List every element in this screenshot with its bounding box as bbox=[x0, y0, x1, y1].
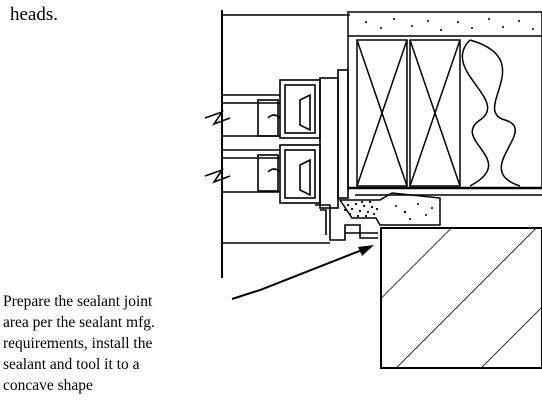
concrete-strip bbox=[338, 192, 441, 226]
framing-assembly bbox=[347, 11, 542, 196]
aggregate-dots-lower bbox=[395, 203, 433, 220]
sealant-stipple bbox=[343, 200, 379, 218]
callout-line-2: area per the sealant mfg. bbox=[3, 314, 155, 331]
callout-line-3: requirements, install the bbox=[3, 335, 152, 352]
aggregate-dots-top bbox=[365, 18, 534, 31]
callout-line-4: sealant and tool it to a bbox=[3, 356, 140, 373]
header-fragment-text: heads. bbox=[10, 4, 58, 25]
callout-note: Prepare the sealant joint area per the s… bbox=[3, 293, 155, 394]
callout-line-5: concave shape bbox=[3, 377, 93, 394]
callout-line-1: Prepare the sealant joint bbox=[3, 293, 153, 310]
leader-arrow bbox=[231, 245, 374, 300]
hatched-sill-block bbox=[380, 227, 542, 369]
window-frame-profile bbox=[204, 69, 378, 241]
